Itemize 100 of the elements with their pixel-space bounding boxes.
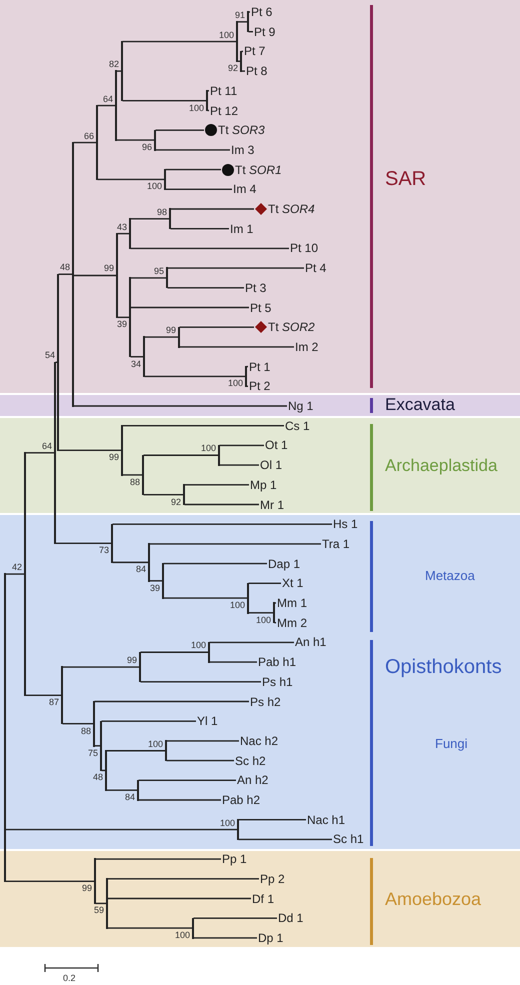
branch-line xyxy=(6,828,237,830)
bootstrap-value: 99 xyxy=(80,883,92,894)
bootstrap-value: 100 xyxy=(218,30,234,40)
taxon-label: Mr 1 xyxy=(260,498,284,512)
scale-value: 0.2 xyxy=(63,973,76,983)
branch-line xyxy=(102,720,196,722)
taxon-label: Pt 1 xyxy=(249,360,270,374)
taxon-label: Tt SOR2 xyxy=(268,320,315,334)
clade-band xyxy=(0,515,520,849)
branch-line xyxy=(220,444,264,446)
taxon-label: Im 1 xyxy=(230,222,254,236)
taxon-label: Pt 6 xyxy=(251,5,272,19)
bootstrap-value: 96 xyxy=(140,142,152,152)
bootstrap-value: 100 xyxy=(218,818,235,828)
bootstrap-value: 100 xyxy=(146,181,162,192)
clade-band xyxy=(0,395,520,416)
branch-line xyxy=(122,474,142,476)
branch-line xyxy=(138,780,236,781)
bootstrap-value: 100 xyxy=(228,600,245,610)
bootstrap-value: 92 xyxy=(170,496,181,507)
bootstrap-value: 100 xyxy=(254,614,271,625)
bootstrap-value: 48 xyxy=(92,772,103,782)
taxon-label: Df 1 xyxy=(252,892,274,906)
branch-line xyxy=(62,722,93,724)
taxon-label: Mm 2 xyxy=(277,616,307,630)
bootstrap-value: 54 xyxy=(44,350,55,360)
branch-line xyxy=(210,661,257,663)
branch-line xyxy=(238,819,306,820)
branch-line xyxy=(242,70,245,72)
branch-line xyxy=(166,168,221,170)
branch-line xyxy=(98,178,164,180)
branch-line xyxy=(116,70,121,72)
taxon-label: Dp 1 xyxy=(258,930,284,945)
branch-line xyxy=(118,316,129,318)
bootstrap-value: 66 xyxy=(82,130,94,140)
branch-line xyxy=(274,602,276,604)
branch-line xyxy=(248,612,273,614)
taxon-label: Ol 1 xyxy=(260,458,282,472)
branch-line xyxy=(184,504,259,506)
taxon-label: Pt 3 xyxy=(245,280,266,295)
clade-band xyxy=(0,418,520,513)
bootstrap-value: 39 xyxy=(148,582,160,593)
branch-line xyxy=(180,346,294,348)
taxon-label: Dap 1 xyxy=(268,556,300,571)
branch-line xyxy=(74,405,287,407)
taxon-label: Mm 1 xyxy=(277,596,307,610)
branch-line xyxy=(108,898,251,900)
bootstrap-value: 99 xyxy=(108,452,119,462)
clade-label: Excavata xyxy=(385,395,455,415)
branch-line xyxy=(6,573,24,575)
taxon-label: Tt SOR4 xyxy=(268,202,315,216)
branch-line xyxy=(130,248,289,250)
bootstrap-value: 42 xyxy=(10,562,22,572)
branch-line xyxy=(150,543,321,545)
taxon-label: Pt 5 xyxy=(250,300,272,314)
bootstrap-value: 100 xyxy=(190,640,206,650)
bootstrap-value: 39 xyxy=(116,319,127,330)
branch-line xyxy=(62,666,139,668)
taxon-label: Pp 2 xyxy=(260,872,285,886)
bootstrap-value: 100 xyxy=(200,443,216,454)
branch-line xyxy=(170,228,229,230)
branch-line xyxy=(248,31,253,32)
branch-line xyxy=(194,937,257,939)
branch-line xyxy=(164,562,267,564)
taxon-label: Hs 1 xyxy=(333,517,358,532)
clade-label: SAR xyxy=(385,168,426,191)
taxon-label: Pt 10 xyxy=(290,241,318,256)
taxon-label: Pt 12 xyxy=(210,104,238,118)
taxon-label: Im 4 xyxy=(233,182,256,196)
bootstrap-value: 64 xyxy=(102,94,113,104)
branch-line xyxy=(58,274,72,275)
bootstrap-value: 100 xyxy=(174,930,190,940)
bootstrap-value: 87 xyxy=(48,697,59,708)
branch-line xyxy=(116,139,154,141)
branch-line xyxy=(122,100,206,102)
bootstrap-value: 82 xyxy=(108,59,119,70)
branch-line xyxy=(96,902,106,904)
taxon-label: Pt 11 xyxy=(210,84,238,98)
clade-band xyxy=(0,0,520,393)
branch-line xyxy=(168,267,304,269)
branch-line xyxy=(166,188,232,190)
branch-line xyxy=(246,366,248,368)
taxon-label: Sc h1 xyxy=(333,832,364,846)
branch-line xyxy=(144,376,245,378)
branch-line xyxy=(106,750,165,752)
branch-line xyxy=(94,700,249,702)
bootstrap-value: 92 xyxy=(226,63,238,74)
branch-line xyxy=(112,524,332,525)
branch-line xyxy=(238,838,332,840)
taxon-label: Pt 7 xyxy=(244,44,266,58)
branch-line xyxy=(144,454,218,456)
taxon-label: An h1 xyxy=(295,635,326,650)
branch-line xyxy=(140,652,208,653)
taxon-label: Pt 2 xyxy=(249,379,270,393)
taxon-label: Mp 1 xyxy=(250,478,277,492)
clade-label: Metazoa xyxy=(425,568,475,583)
branch-line xyxy=(194,918,277,919)
branch-line xyxy=(248,11,250,13)
branch-line xyxy=(94,745,100,747)
bootstrap-value: 99 xyxy=(164,325,176,336)
